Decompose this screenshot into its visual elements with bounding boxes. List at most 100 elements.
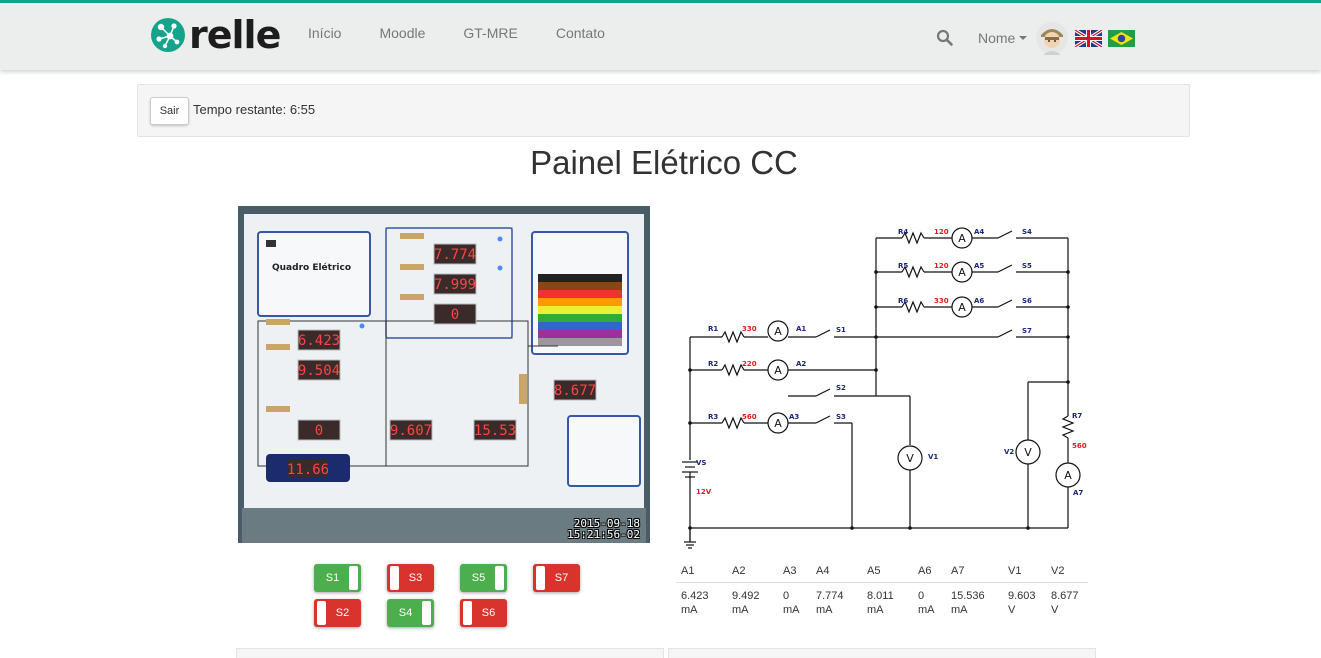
reading-value: 0 [918,589,925,602]
readings-header-v1: V1 [1003,563,1046,583]
value-r4: 120 [934,228,949,236]
exit-button[interactable]: Sair [150,97,189,125]
nav-link-gt-mre[interactable]: GT-MRE [463,25,518,41]
reading-unit: mA [918,603,935,616]
switch-knob [390,566,399,590]
nav-link-inicio[interactable]: Início [308,25,342,41]
reading-value: 6.423 [681,589,709,602]
reading-unit: mA [681,603,698,616]
circuit-diagram: A A A A A A A V V R1 R2 R3 R4 R5 R6 R7 A… [682,227,1087,549]
bottom-panel-left [236,648,664,658]
reading-unit: mA [732,603,749,616]
display-a6: 0 [451,307,459,323]
display-a5: 7.999 [434,277,476,293]
switch-knob [495,566,504,590]
display-a2: 9.504 [298,363,340,379]
label-r6: R6 [898,297,908,305]
reading-unit: V [1008,603,1016,616]
switch-knob [349,566,358,590]
nav-links: Início Moodle GT-MRE Contato [296,25,631,41]
value-r6: 330 [934,297,949,305]
switch-s3[interactable]: S3 [387,564,434,592]
label-s6: S6 [1022,297,1032,305]
label-s1: S1 [836,326,846,334]
camera-date: 2015-09-18 [573,517,640,530]
label-a1: A1 [796,325,806,333]
brand-logo[interactable]: relle [150,13,281,57]
display-v1: 9.607 [390,423,432,439]
label-s2: S2 [836,384,846,392]
value-r3: 560 [742,413,757,421]
value-r7: 560 [1072,442,1087,450]
camera-image: Quadro Elétrico [238,206,650,543]
user-menu[interactable]: Nome [978,30,1028,46]
switch-s1[interactable]: S1 [314,564,361,592]
label-a7: A7 [1073,489,1083,497]
uk-flag-icon[interactable] [1075,29,1103,47]
switch-s5[interactable]: S5 [460,564,507,592]
readings-header-a1: A1 [676,563,727,583]
nav-right: Nome [936,21,1136,55]
ammeter-symbol: A [774,325,782,338]
value-r2: 220 [742,360,757,368]
label-r5: R5 [898,262,908,270]
switch-s2[interactable]: S2 [314,599,361,627]
brazil-flag-icon[interactable] [1108,29,1136,47]
reading-unit: mA [783,603,800,616]
reading-unit: V [1051,603,1059,616]
label-r4: R4 [898,228,908,236]
ammeter-symbol: A [958,266,966,279]
value-vs: 12V [696,488,712,496]
label-a6: A6 [974,297,984,305]
readings-header-a6: A6 [913,563,946,583]
reading-value: 9.492 [732,589,760,602]
avatar[interactable] [1035,21,1069,55]
switch-s6[interactable]: S6 [460,599,507,627]
switch-knob [463,601,472,625]
label-s4: S4 [1022,228,1032,236]
display-source: 11.66 [287,462,329,478]
readings-header-v2: V2 [1046,563,1088,583]
user-name: Nome [978,30,1016,46]
switch-knob [317,601,326,625]
page-title: Painel Elétrico CC [530,144,798,181]
ammeter-symbol: A [774,417,782,430]
camera-feed: Quadro Elétrico [238,206,650,543]
label-s7: S7 [1022,327,1032,335]
display-a4: 7.774 [434,247,476,263]
voltmeter-symbol: V [906,452,914,465]
switch-s7[interactable]: S7 [533,564,580,592]
reading-unit: mA [816,603,833,616]
display-v2: 8.677 [554,383,596,399]
display-a1: 6.423 [298,333,340,349]
label-s5: S5 [1022,262,1032,270]
label-s3: S3 [836,413,846,421]
label-r2: R2 [708,360,718,368]
nav-link-moodle[interactable]: Moodle [379,25,426,41]
label-r1: R1 [708,325,718,333]
nav-link-contato[interactable]: Contato [555,25,605,41]
readings-header-a3: A3 [778,563,811,583]
search-icon[interactable] [936,29,954,47]
switch-knob [422,601,431,625]
brand-name: relle [189,13,281,57]
reading-unit: mA [951,603,968,616]
label-r7: R7 [1072,412,1082,420]
switch-s4[interactable]: S4 [387,599,434,627]
value-r5: 120 [934,262,949,270]
navbar: relle Início Moodle GT-MRE Contato Nome [0,3,1321,70]
switch-knob [536,566,545,590]
camera-timestamp: 2015-09-18 15:21:56-02 [567,518,640,540]
switch-panel: S1 S2 S3 S4 S5 S6 S7 [314,564,614,630]
reading-value: 8.677 [1051,589,1079,602]
